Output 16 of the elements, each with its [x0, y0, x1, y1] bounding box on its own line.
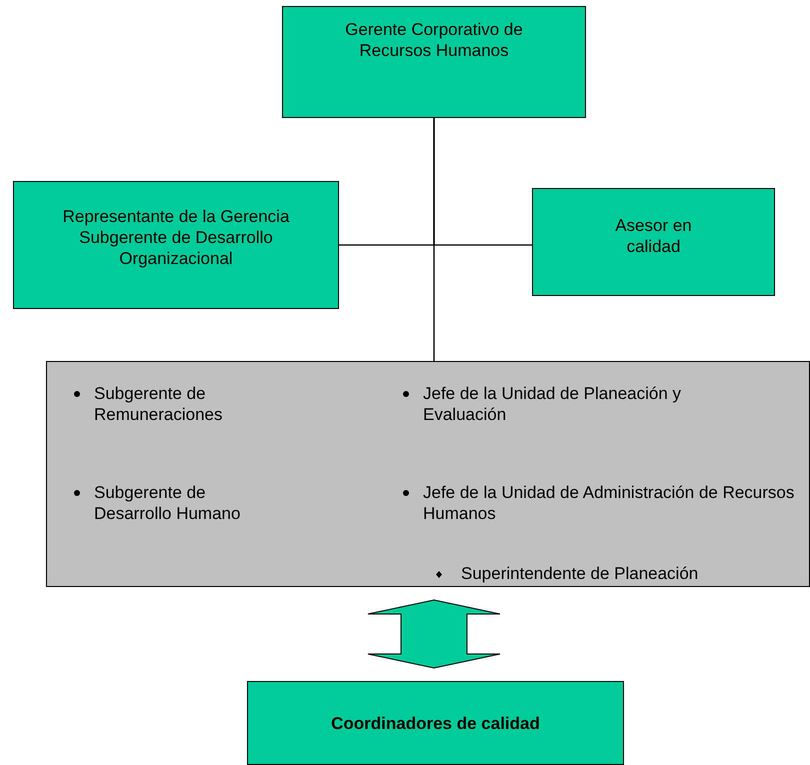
group-panel [46, 361, 810, 587]
list-item: Jefe de la Unidad de Planeación y Evaluación [423, 383, 682, 425]
box-label: Representante de la Gerencia Subgerente de Desarrollo Organizacional [62, 206, 290, 269]
list-item: Jefe de la Unidad de Administración de Recursos Humanos [423, 482, 796, 524]
position-box [532, 188, 775, 296]
list-item: Subgerente de Desarrollo Humano [94, 482, 242, 524]
position-box [13, 181, 339, 309]
connector-line [433, 118, 435, 361]
position-box [282, 6, 586, 118]
position-box [247, 681, 624, 765]
box-label: Gerente Corporativo de Recursos Humanos [344, 19, 524, 61]
box-label: Coordinadores de calidad [331, 712, 540, 734]
double-block-arrow [368, 599, 500, 669]
list-item: Subgerente de Remuneraciones [94, 383, 224, 425]
list-item: Superintendente de Planeación [461, 563, 698, 584]
box-label: Asesor en calidad [614, 215, 693, 257]
